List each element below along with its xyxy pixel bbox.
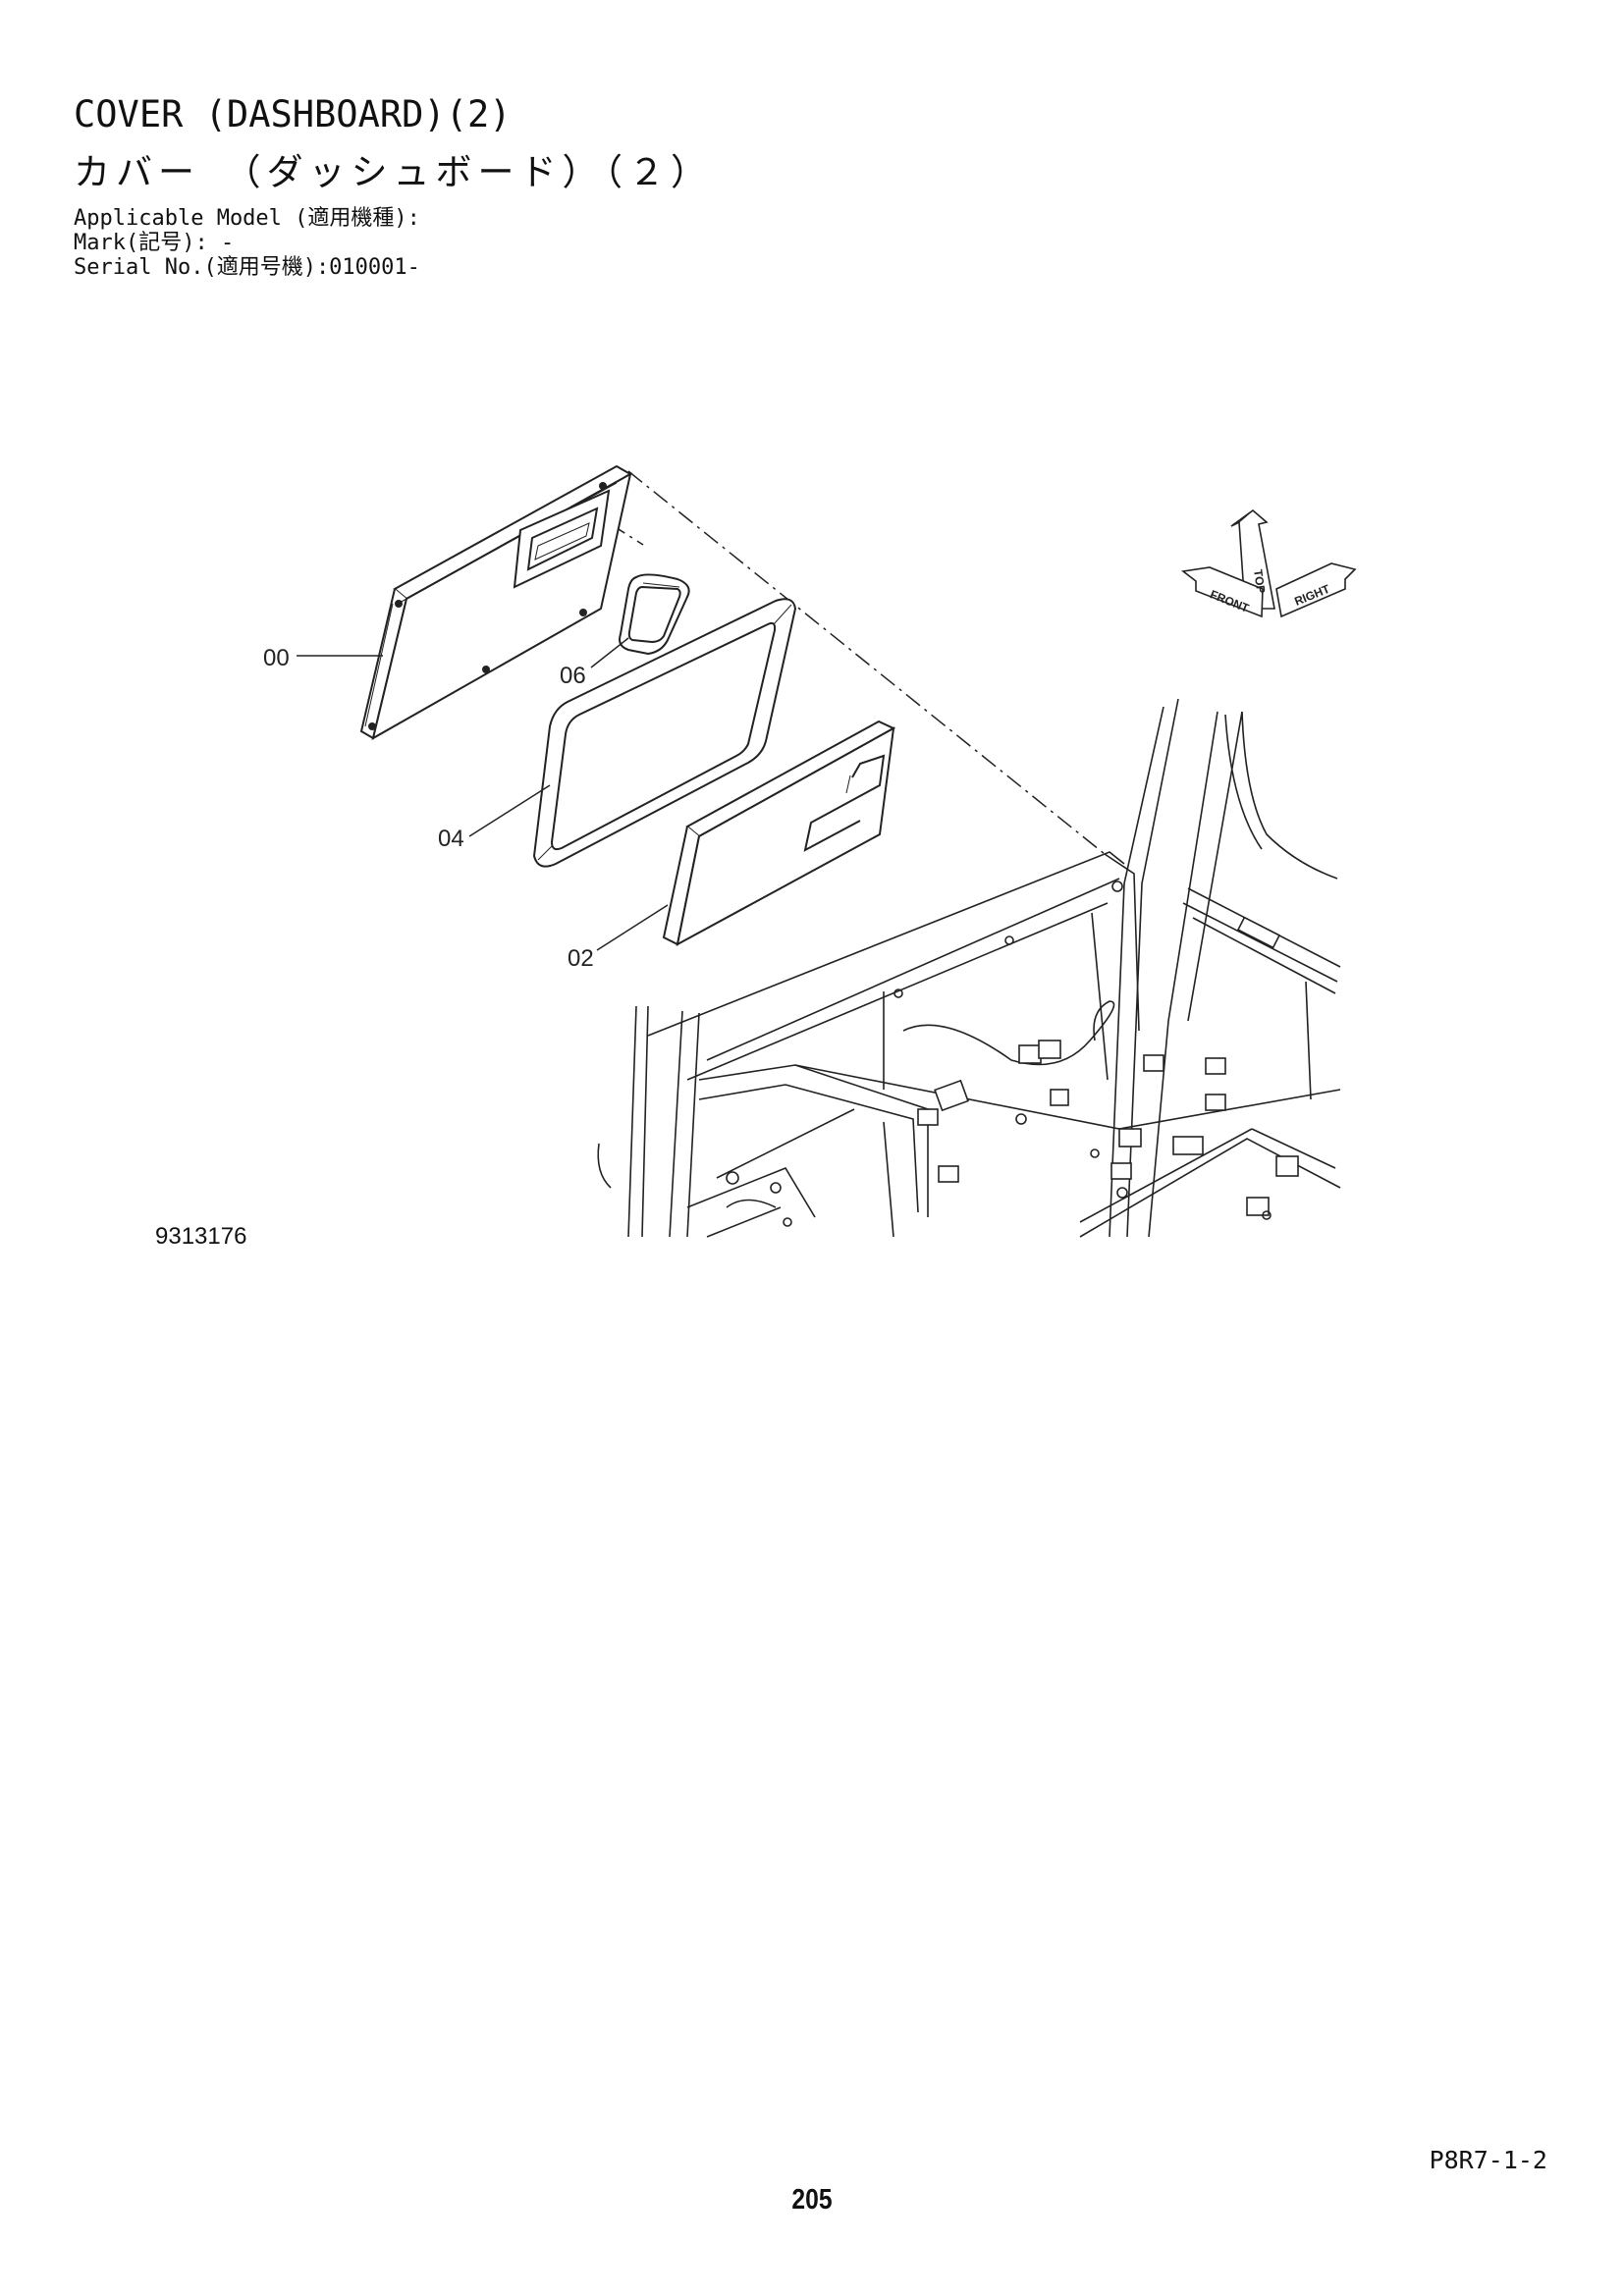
part-04-frame-seal xyxy=(532,598,797,868)
orientation-arrows-icon: FRONT RIGHT TOP xyxy=(1181,508,1357,618)
assembly-guide-line xyxy=(627,470,1106,855)
callout-06-leader xyxy=(590,637,629,668)
page-number: 205 xyxy=(791,2184,833,2216)
callout-04-label: 04 xyxy=(438,826,464,852)
part-02-insulation-board xyxy=(662,720,896,946)
section-code: P8R7-1-2 xyxy=(1429,2146,1547,2174)
callout-00-label: 00 xyxy=(263,645,290,671)
applicable-model-line: Applicable Model (適用機種): xyxy=(74,206,420,231)
exploded-parts-drawing: 00 06 04 02 FRONT RIGHT TOP xyxy=(263,464,1357,1238)
callout-04-leader xyxy=(468,784,551,837)
callout-02-leader xyxy=(596,904,669,951)
mark-line: Mark(記号): - xyxy=(74,231,235,255)
part-00-cover-panel xyxy=(359,464,633,741)
page-title-japanese: カバー （ダッシュボード）（２） xyxy=(74,151,713,193)
serial-number-line: Serial No.(適用号機):010001- xyxy=(74,255,420,280)
model-info: Applicable Model (適用機種): Mark(記号): - Ser… xyxy=(74,206,420,280)
orientation-top-label: TOP xyxy=(1251,568,1268,594)
callout-02-label: 02 xyxy=(568,945,594,972)
figure-id: 9313176 xyxy=(155,1223,247,1250)
page-title-english: COVER (DASHBOARD)(2) xyxy=(74,93,512,135)
part-06-seal-ring xyxy=(619,573,690,656)
cab-body-frame xyxy=(597,698,1341,1238)
callout-06-label: 06 xyxy=(560,663,586,689)
